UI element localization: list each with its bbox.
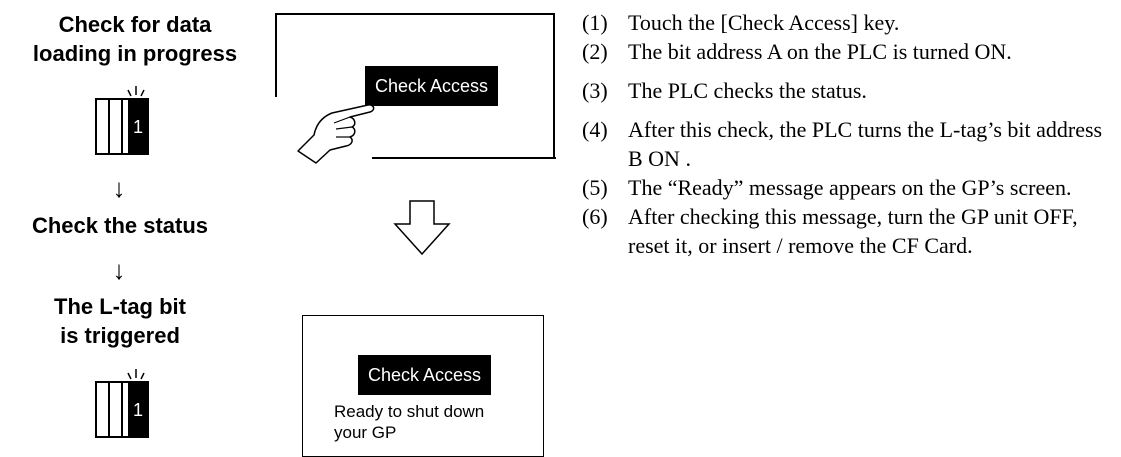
flow-arrow-1: ↓: [112, 173, 126, 203]
bit-flash-icon: [127, 369, 145, 380]
flow-label-data-loading-line1: Check for data: [58, 12, 212, 37]
ready-message-line1: Ready to shut down: [334, 402, 485, 421]
active-bit-cell: [128, 382, 148, 437]
flow-label-check-status: Check the status: [31, 213, 209, 238]
step-text: The “Ready” message appears on the GP’s …: [628, 175, 1072, 200]
screen-top-right-edge: [553, 13, 555, 159]
flow-label-data-loading-line2: loading in progress: [32, 41, 238, 66]
flow-label-data-loading: Check for data loading in progress: [0, 10, 270, 68]
step-number: (5): [582, 175, 608, 200]
step-item: (5) The “Ready” message appears on the G…: [582, 173, 1121, 202]
active-bit-cell: [128, 99, 148, 154]
screen-top-bottom-edge: [372, 157, 556, 159]
check-access-button-result[interactable]: Check Access: [358, 355, 492, 395]
ready-message-line2: your GP: [334, 423, 397, 442]
step-number: (1): [582, 10, 608, 35]
steps-list: (1) Touch the [Check Access] key. (2) Th…: [582, 8, 1121, 260]
bit-value: 1: [133, 400, 143, 420]
step-item: (3) The PLC checks the status.: [582, 76, 1121, 105]
screen-top-frame: [275, 13, 555, 15]
step-text: The PLC checks the status.: [628, 78, 867, 103]
bit-indicator-triggered: 1: [95, 369, 149, 438]
screen-top-left-edge: [275, 13, 277, 97]
step-number: (6): [582, 204, 608, 229]
flow-arrow-2: ↓: [112, 255, 126, 285]
step-text: After this check, the PLC turns the L-ta…: [628, 117, 1103, 171]
step-item: (2) The bit address A on the PLC is turn…: [582, 37, 1121, 66]
step-text: Touch the [Check Access] key.: [628, 10, 900, 35]
bit-value: 1: [133, 117, 143, 137]
ready-message: Ready to shut down your GP: [334, 401, 529, 443]
check-access-button[interactable]: Check Access: [365, 66, 499, 106]
step-item: (6) After checking this message, turn th…: [582, 202, 1121, 260]
bit-indicator-loading: 1: [95, 86, 149, 155]
step-number: (4): [582, 117, 608, 142]
flow-label-ltag-line1: The L-tag bit: [54, 294, 186, 319]
step-item: (4) After this check, the PLC turns the …: [582, 115, 1121, 173]
pointing-hand-icon: [297, 104, 375, 164]
bit-flash-icon: [127, 86, 145, 97]
step-item: (1) Touch the [Check Access] key.: [582, 8, 1121, 37]
step-number: (3): [582, 78, 608, 103]
flow-label-ltag-line2: is triggered: [60, 323, 180, 348]
big-down-arrow-icon: [393, 200, 451, 256]
step-text: After checking this message, turn the GP…: [628, 204, 1078, 258]
flow-label-ltag-triggered: The L-tag bit is triggered: [0, 292, 240, 350]
step-number: (2): [582, 39, 608, 64]
step-text: The bit address A on the PLC is turned O…: [628, 39, 1012, 64]
